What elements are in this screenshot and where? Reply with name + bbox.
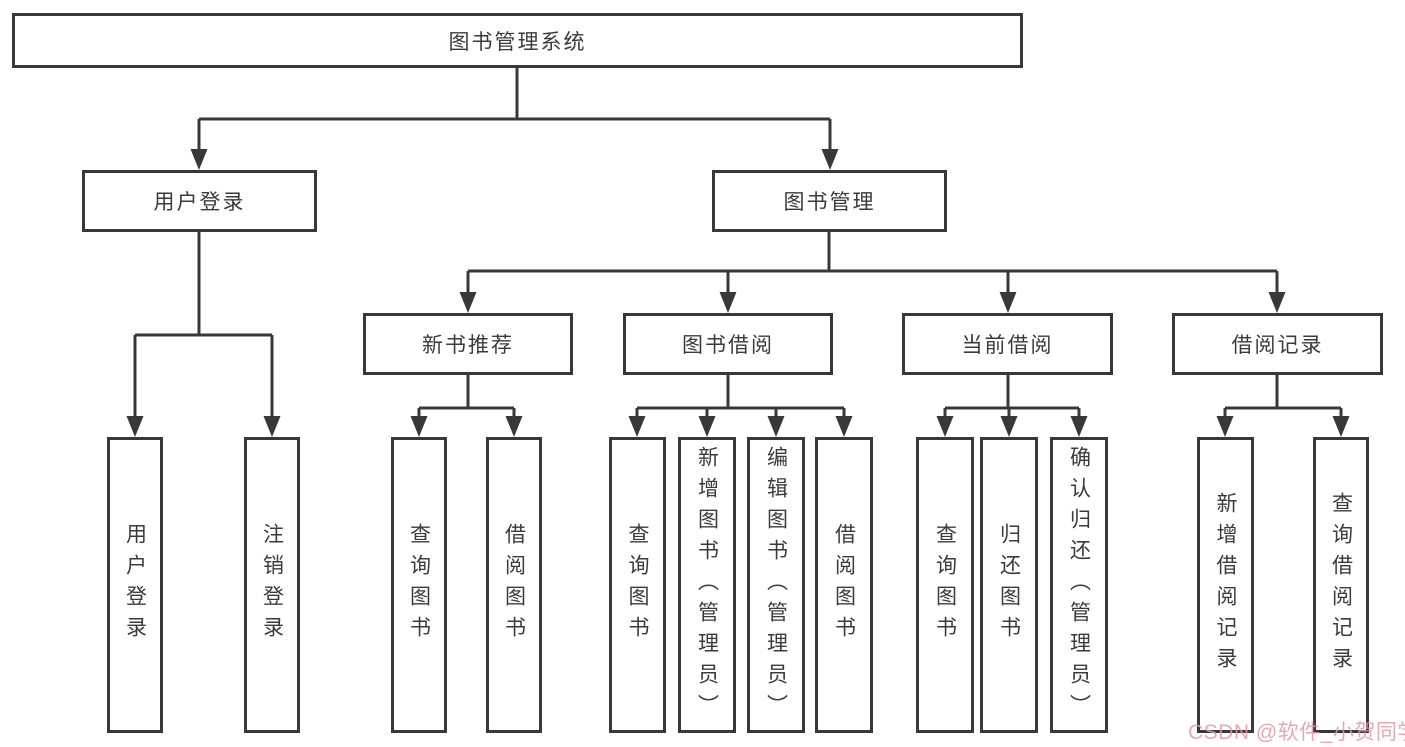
leaf-edit-book: 编辑图书（管理员） bbox=[747, 437, 805, 733]
leaf-query-borrow-record: 查询借阅记录 bbox=[1313, 437, 1369, 733]
leaf-borrow-book-2-label: 借阅图书 bbox=[832, 523, 856, 647]
node-book-borrow: 图书借阅 bbox=[623, 313, 833, 375]
connectors-current-borrow bbox=[936, 375, 1088, 437]
leaf-query-book-2-label: 查询图书 bbox=[626, 523, 649, 647]
leaf-user-login: 用户登录 bbox=[107, 437, 163, 733]
node-new-book-rec-label: 新书推荐 bbox=[422, 334, 514, 357]
leaf-query-book-3-label: 查询图书 bbox=[933, 523, 957, 647]
connectors-book-mgmt bbox=[459, 232, 1286, 313]
node-current-borrow-label: 当前借阅 bbox=[961, 334, 1054, 357]
leaf-query-borrow-record-label: 查询借阅记录 bbox=[1329, 492, 1353, 678]
leaf-query-book-3: 查询图书 bbox=[916, 437, 974, 733]
node-user-login: 用户登录 bbox=[82, 170, 317, 232]
leaf-add-borrow-record-label: 新增借阅记录 bbox=[1214, 492, 1237, 678]
leaf-query-book-1-label: 查询图书 bbox=[407, 523, 431, 647]
leaf-edit-book-label: 编辑图书（管理员） bbox=[764, 445, 788, 725]
node-book-borrow-label: 图书借阅 bbox=[682, 334, 774, 357]
leaf-logout: 注销登录 bbox=[244, 437, 300, 733]
leaf-confirm-return-label: 确认归还（管理员） bbox=[1067, 445, 1091, 725]
node-borrow-records: 借阅记录 bbox=[1172, 313, 1383, 375]
leaf-return-book: 归还图书 bbox=[980, 437, 1038, 733]
node-root-label: 图书管理系统 bbox=[448, 30, 587, 54]
leaf-borrow-book-1: 借阅图书 bbox=[486, 437, 542, 733]
node-new-book-rec: 新书推荐 bbox=[363, 313, 573, 375]
leaf-logout-label: 注销登录 bbox=[260, 523, 284, 647]
node-user-login-label: 用户登录 bbox=[153, 191, 246, 214]
connectors-root bbox=[190, 66, 839, 170]
node-borrow-records-label: 借阅记录 bbox=[1231, 334, 1324, 357]
watermark: CSDN @软件_小贺同学 bbox=[1188, 721, 1405, 744]
leaf-user-login-label: 用户登录 bbox=[123, 523, 147, 647]
node-root: 图书管理系统 bbox=[12, 13, 1023, 68]
leaf-confirm-return: 确认归还（管理员） bbox=[1050, 437, 1108, 733]
leaf-borrow-book-2: 借阅图书 bbox=[815, 437, 873, 733]
connectors-new-book-rec bbox=[410, 375, 523, 437]
leaf-return-book-label: 归还图书 bbox=[997, 523, 1021, 647]
node-current-borrow: 当前借阅 bbox=[902, 313, 1113, 375]
leaf-add-book-label: 新增图书（管理员） bbox=[695, 445, 719, 725]
connectors-book-borrow bbox=[628, 375, 853, 437]
leaf-query-book-1: 查询图书 bbox=[391, 437, 447, 733]
node-book-mgmt: 图书管理 bbox=[712, 170, 947, 232]
leaf-query-book-2: 查询图书 bbox=[609, 437, 666, 733]
node-book-mgmt-label: 图书管理 bbox=[783, 191, 876, 214]
leaf-borrow-book-1-label: 借阅图书 bbox=[502, 523, 526, 647]
connectors-user-login bbox=[126, 232, 281, 437]
leaf-add-book: 新增图书（管理员） bbox=[678, 437, 736, 733]
leaf-add-borrow-record: 新增借阅记录 bbox=[1197, 437, 1254, 733]
connectors-borrow-records bbox=[1216, 375, 1350, 437]
